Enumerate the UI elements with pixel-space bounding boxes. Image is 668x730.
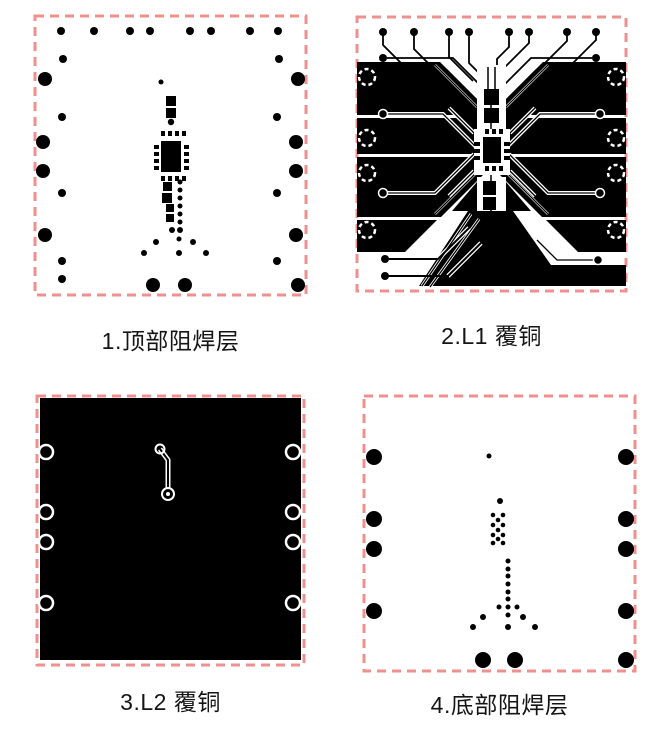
bottom-left-traces (385, 227, 482, 277)
trace-dot (381, 255, 389, 263)
board-outline (35, 394, 306, 667)
caption-top-solder-mask: 1.顶部阻焊层 (101, 328, 240, 354)
ringed-trace-dots (377, 108, 606, 266)
top-trace-dots (379, 28, 600, 62)
component-channels (477, 65, 506, 215)
l2-copper-image (35, 394, 306, 667)
via-trail (470, 453, 538, 630)
panel-bottom-solder-mask (362, 394, 637, 673)
board-outline (33, 14, 308, 297)
mask-pad-dots (36, 27, 305, 292)
via-trail (141, 179, 209, 256)
via-keepouts (357, 67, 626, 240)
caption-l2-copper: 3.L2 覆铜 (120, 689, 221, 715)
mask-pad-dots (366, 449, 634, 668)
copper-pour (357, 62, 626, 286)
caption-l1-copper: 2.L1 覆铜 (441, 323, 542, 349)
ic-footprint (474, 129, 510, 175)
panel-l1-copper (355, 15, 628, 293)
board-outline (362, 394, 637, 673)
copper-plane (40, 398, 301, 660)
panel-l2-copper (35, 394, 306, 667)
bottom-solder-mask-image (362, 394, 637, 673)
panel-top-solder-mask (33, 14, 308, 297)
trace-cores (383, 64, 600, 288)
trace-dot (381, 272, 389, 280)
top-solder-mask-image (33, 14, 308, 297)
qfn-footprint (154, 79, 189, 181)
isolated-trace (154, 443, 175, 501)
plane-antipads (37, 443, 302, 612)
caption-bottom-solder-mask: 4.底部阻焊层 (430, 692, 569, 718)
l1-copper-image (355, 15, 628, 293)
